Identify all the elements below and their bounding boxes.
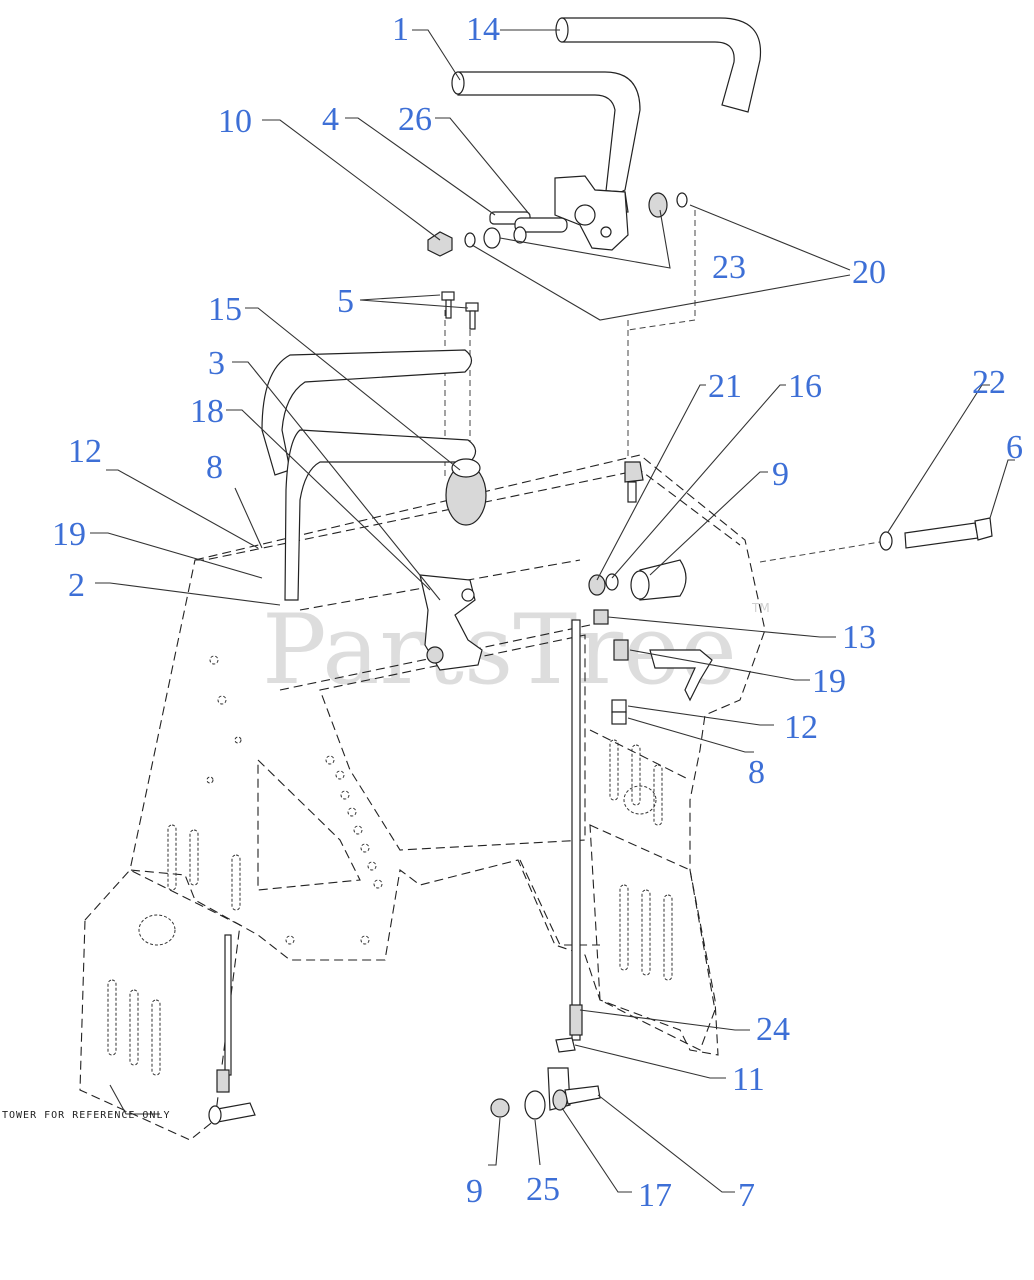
callout-26: 26 xyxy=(398,101,432,138)
callout-15: 15 xyxy=(208,291,242,328)
callout-12-left: 12 xyxy=(68,433,102,470)
callout-14: 14 xyxy=(466,11,500,48)
control-lever xyxy=(419,574,483,671)
callout-8-left: 8 xyxy=(206,449,223,486)
reference-note: TOWER FOR REFERENCE ONLY xyxy=(2,1110,171,1121)
bolt-6 xyxy=(879,517,993,551)
callout-22: 22 xyxy=(972,364,1006,401)
callout-24: 24 xyxy=(756,1011,790,1048)
callout-4: 4 xyxy=(322,101,339,138)
callout-1: 1 xyxy=(392,11,409,48)
rod-24 xyxy=(216,619,583,1093)
bolts-5 xyxy=(441,291,479,330)
tower-frame xyxy=(79,454,766,1141)
callout-23: 23 xyxy=(712,249,746,286)
callout-25: 25 xyxy=(526,1171,560,1208)
frame-holes xyxy=(206,655,383,945)
callout-17: 17 xyxy=(638,1177,672,1214)
callout-13: 13 xyxy=(842,619,876,656)
callout-12-right: 12 xyxy=(784,709,818,746)
callouts: 1 14 10 4 26 23 20 5 15 3 18 21 16 22 6 … xyxy=(52,11,1023,1214)
callout-20: 20 xyxy=(852,254,886,291)
callout-8-right: 8 xyxy=(748,754,765,791)
callout-10: 10 xyxy=(218,103,252,140)
callout-3: 3 xyxy=(208,345,225,382)
callout-7: 7 xyxy=(738,1177,755,1214)
pivot-bracket xyxy=(427,175,688,257)
callout-2: 2 xyxy=(68,567,85,604)
leader-lines xyxy=(90,29,1015,1193)
callout-16: 16 xyxy=(788,368,822,405)
callout-6: 6 xyxy=(1006,429,1023,466)
callout-9-lower: 9 xyxy=(466,1173,483,1210)
callout-11: 11 xyxy=(732,1061,765,1098)
callout-19-left: 19 xyxy=(52,516,86,553)
knob-15 xyxy=(445,458,487,526)
callout-21: 21 xyxy=(708,368,742,405)
lower-hardware xyxy=(208,1037,601,1125)
callout-9-upper: 9 xyxy=(772,456,789,493)
callout-18: 18 xyxy=(190,393,224,430)
control-handle-left xyxy=(261,349,477,601)
callout-19-right: 19 xyxy=(812,663,846,700)
callout-5: 5 xyxy=(337,283,354,320)
